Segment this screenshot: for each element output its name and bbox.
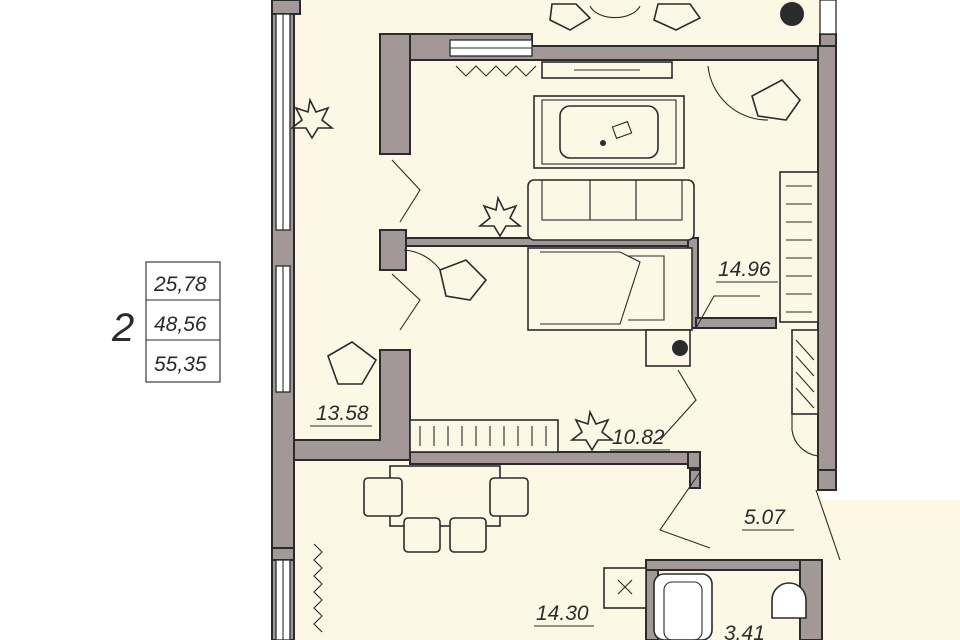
total-area-with-balcony-value: 55,35 — [154, 353, 207, 376]
top-room-furniture — [549, 2, 804, 31]
cabinet-furniture — [409, 247, 693, 453]
living-furniture — [289, 97, 378, 385]
plant-icon — [289, 97, 335, 140]
area-legend: 2 25,78 48,56 55,35 — [111, 261, 221, 383]
room-labels: 13.58 14.96 10.82 5.07 14.30 3.41 — [310, 258, 794, 640]
plant-icon — [569, 409, 615, 452]
room-count: 2 — [111, 306, 134, 350]
kitchen-furniture — [313, 465, 647, 633]
kitchen-area: 14.30 — [536, 602, 589, 625]
bathroom-area: 3.41 — [724, 622, 765, 640]
bathroom-furniture — [653, 573, 807, 640]
plant-icon — [780, 2, 804, 26]
windows — [275, 0, 837, 640]
living-room-area: 13.58 — [316, 402, 369, 425]
bedroom-area: 14.96 — [718, 258, 771, 281]
cabinet-area: 10.82 — [612, 426, 665, 449]
plant-icon — [477, 195, 523, 238]
total-area-value: 48,56 — [154, 313, 207, 336]
hall-area: 5.07 — [744, 506, 786, 529]
hall-furniture — [791, 329, 819, 415]
living-area-value: 25,78 — [153, 273, 207, 296]
bedroom-furniture — [455, 61, 819, 323]
